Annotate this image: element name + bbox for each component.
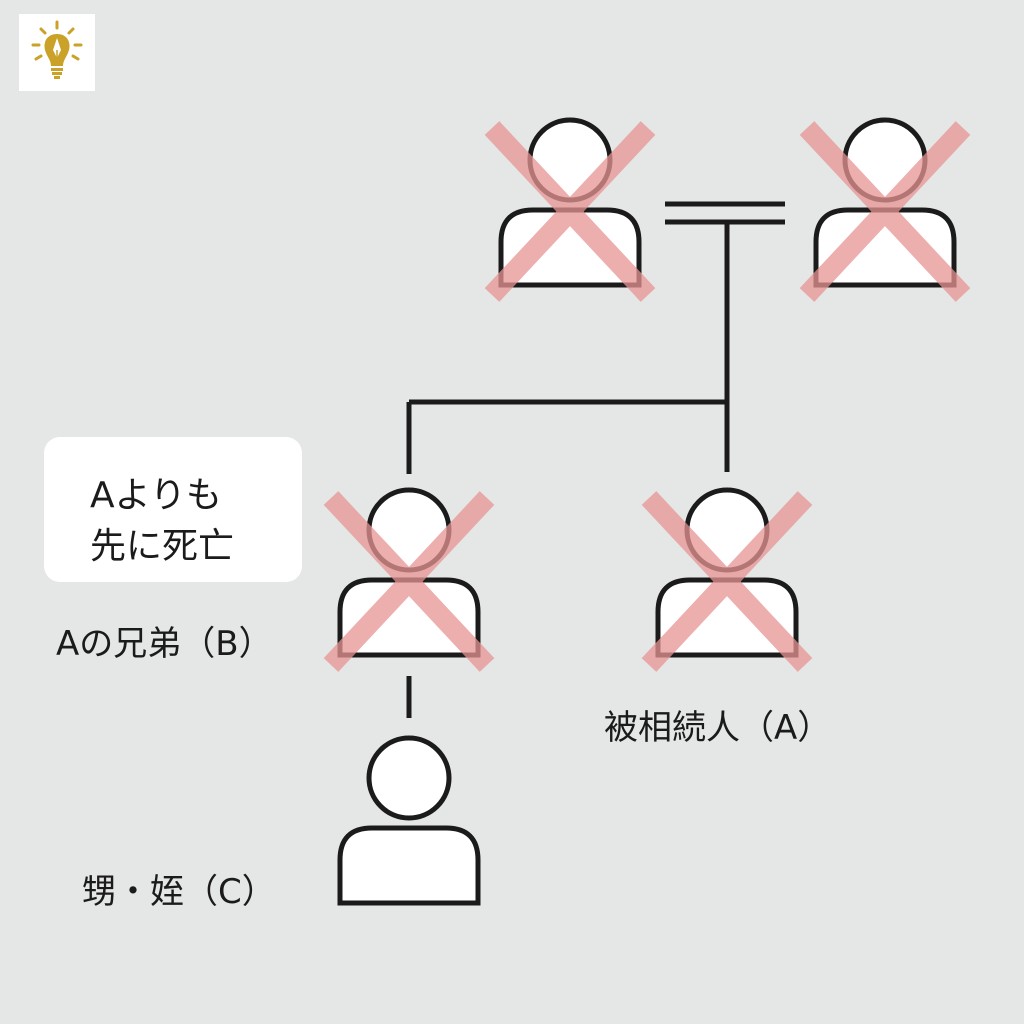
label-sibling-b: Aの兄弟（B） (56, 624, 273, 664)
lightbulb-pen-icon (31, 20, 83, 79)
persons (323, 117, 971, 906)
label-decedent-a: 被相続人（A） (604, 708, 832, 748)
label-nephew-niece-c: 甥・姪（C） (82, 872, 276, 912)
note-box (44, 437, 302, 582)
note-line-1: Aよりも (90, 475, 222, 516)
person-decedent-a (641, 487, 813, 672)
person-sibling-b (323, 487, 495, 672)
deceased-cross-icon (323, 491, 495, 672)
person-head (366, 735, 452, 821)
note-line-2: 先に死亡 (90, 526, 235, 567)
person-parent-mother (799, 117, 971, 302)
person-nephew-niece-c (337, 735, 481, 906)
connector-lines (406, 201, 785, 718)
deceased-cross-icon (641, 491, 813, 672)
person-parent-father (484, 117, 656, 302)
logo (19, 14, 95, 91)
person-body (655, 577, 799, 658)
person-body (337, 825, 481, 906)
deceased-cross-icon (484, 121, 656, 302)
person-body (337, 577, 481, 658)
deceased-cross-icon (799, 121, 971, 302)
person-body (498, 207, 642, 288)
person-body (813, 207, 957, 288)
